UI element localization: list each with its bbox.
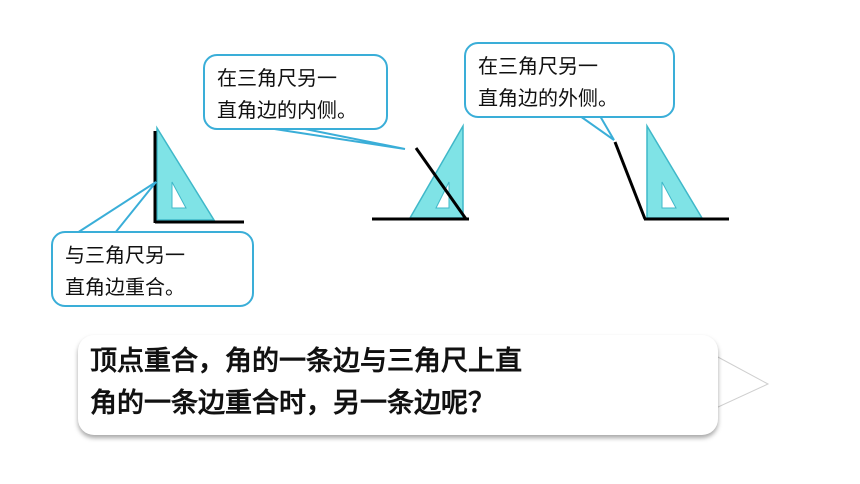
- case-inner: [372, 123, 469, 221]
- callout-pointer-inner: [267, 127, 406, 150]
- case-overlap: [153, 125, 244, 224]
- callout-inner-line-2: 直角边的内侧。: [217, 98, 357, 122]
- set-square-1-hole: [171, 181, 187, 209]
- question-bubble: 顶点重合，角的一条边与三角尺上直 角的一条边重合时，另一条边呢？: [78, 335, 718, 435]
- angle-arm-slanted-2: [414, 147, 468, 220]
- callout-inner-side: 在三角尺另一 直角边的内侧。: [203, 54, 388, 130]
- set-square-3-hole: [661, 181, 677, 209]
- callout-inner-line-1: 在三角尺另一: [217, 66, 337, 90]
- callout-pointer-overlap: [76, 181, 157, 234]
- question-line-2: 角的一条边重合时，另一条边呢？: [90, 388, 495, 419]
- callout-overlap: 与三角尺另一 直角边重合。: [51, 231, 254, 307]
- callout-outer-line-1: 在三角尺另一: [478, 54, 598, 78]
- question-bubble-tail: [715, 355, 770, 409]
- angle-arm-slanted-3: [613, 141, 647, 220]
- question-line-1: 顶点重合，角的一条边与三角尺上直: [90, 346, 522, 377]
- callout-overlap-line-2: 直角边重合。: [65, 275, 185, 299]
- callout-outer-line-2: 直角边的外侧。: [478, 86, 618, 110]
- callout-pointer-outer: [579, 115, 615, 141]
- callout-overlap-line-1: 与三角尺另一: [65, 243, 185, 267]
- case-outer: [613, 123, 729, 221]
- set-square-1: [156, 125, 216, 221]
- callout-outer-side: 在三角尺另一 直角边的外侧。: [464, 42, 675, 118]
